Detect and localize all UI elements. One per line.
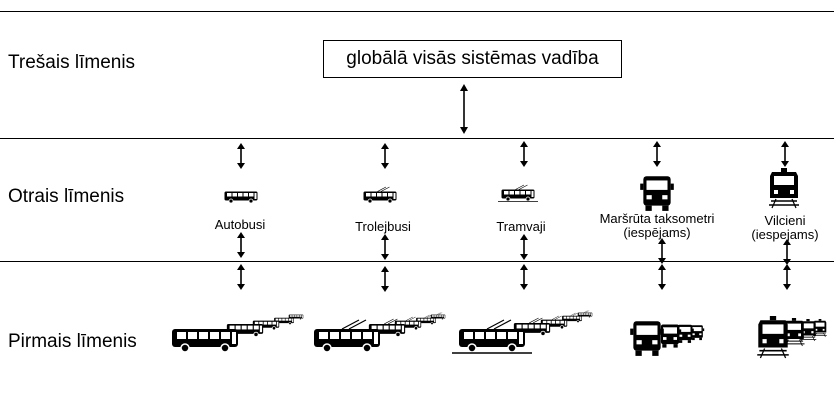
arrow-taksometri-upper <box>652 140 662 168</box>
arrow-tramvaji-upper <box>519 140 529 168</box>
label-vilcieni: Vilcieni(iespejams) <box>751 213 819 242</box>
arrow-autobusi-upper <box>236 142 246 170</box>
trolleybus-fleet-icon <box>314 313 445 352</box>
divider-third-second <box>0 138 834 139</box>
level-label-second: Otrais līmenis <box>8 186 125 207</box>
label-autobusi: Autobusi <box>214 217 266 232</box>
arrow-trolejbusi-upper <box>380 142 390 170</box>
arrow-vilcieni-lower <box>782 263 792 291</box>
bus-icon <box>224 191 258 204</box>
label-tramvaji: Tramvaji <box>496 219 546 234</box>
global-control-text: globālā visās sistēmas vadība <box>346 48 599 69</box>
global-control-box: globālā visās sistēmas vadība <box>323 40 622 78</box>
level-label-first: Pirmais līmenis <box>8 331 137 352</box>
arrow-taksometri-middle <box>657 237 667 265</box>
level-label-third: Trešais līmenis <box>8 52 136 73</box>
tram-fleet-icon <box>452 311 592 353</box>
arrow-vilcieni-middle <box>782 238 792 266</box>
divider-second-first <box>0 261 834 262</box>
arrow-trolejbusi-middle <box>380 233 390 261</box>
arrow-trolejbusi-lower <box>380 265 390 293</box>
minibus-icon <box>640 176 674 211</box>
label-trolejbusi: Trolejbusi <box>355 219 411 234</box>
top-divider <box>0 11 834 12</box>
tram-icon <box>498 185 538 202</box>
bus-fleet-icon <box>171 314 304 353</box>
arrow-tramvaji-lower <box>519 263 529 291</box>
label-marsruta-taksometri: Maršrūta taksometri(iespējams) <box>599 211 715 240</box>
minibus-fleet-icon <box>630 321 705 356</box>
arrow-autobusi-middle <box>236 231 246 259</box>
train-fleet-icon <box>756 315 828 359</box>
arrow-autobusi-lower <box>236 263 246 291</box>
train-icon <box>768 167 800 209</box>
arrow-vilcieni-upper <box>780 140 790 168</box>
arrow-tramvaji-middle <box>519 233 529 261</box>
arrow-top-to-level-two <box>460 84 468 134</box>
arrow-taksometri-lower <box>657 263 667 291</box>
trolleybus-icon <box>364 187 397 203</box>
